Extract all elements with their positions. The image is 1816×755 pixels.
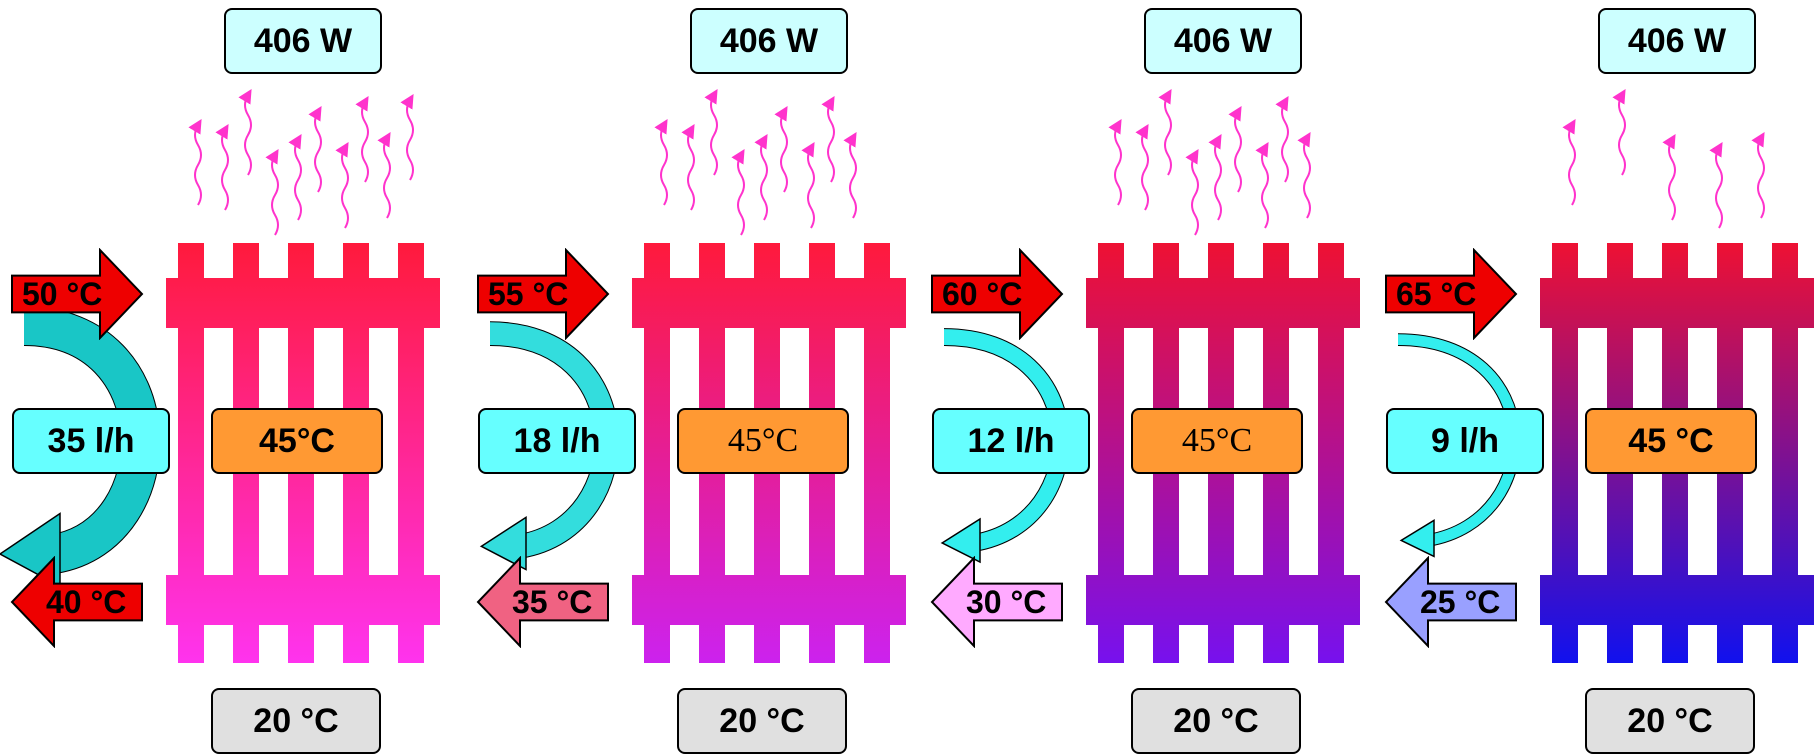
return-temperature-arrow-shape [1384,556,1517,648]
return-temperature-arrow-shape [476,556,609,648]
heat-wave [377,131,391,219]
heat-wave [1751,131,1765,219]
supply-temperature-arrow: 60 °C [930,248,1064,340]
supply-temperature-arrow-label: 55 °C [488,276,569,312]
radiator-bottom-manifold [166,575,440,625]
room-temperature-box: 20 °C [677,688,847,754]
radiator-top-manifold [1540,278,1814,328]
flow-rate-box: 9 l/h [1386,408,1544,474]
heat-wave [288,133,302,221]
mean-temperature-box: 45°C [677,408,849,474]
heat-wave [1228,105,1242,193]
heat-wave [1612,88,1626,176]
heat-wave [1185,148,1199,236]
heat-waves [1108,88,1311,236]
heat-waves [654,88,857,236]
supply-temperature-arrow-shape [1385,248,1518,340]
heat-wave [308,105,322,193]
heat-wave [704,88,718,176]
supply-temperature-arrow-label: 65 °C [1396,276,1477,312]
heat-wave [1662,133,1676,221]
heat-wave [1158,88,1172,176]
heat-wave [754,133,768,221]
heat-output-box: 406 W [1598,8,1756,74]
return-temperature-arrow-label: 40 °C [46,584,127,620]
return-temperature-arrow: 35 °C [476,556,610,648]
heat-wave [215,123,229,211]
heat-wave [1208,133,1222,221]
heat-wave [335,141,349,229]
radiator [166,243,440,663]
return-temperature-arrow-label: 30 °C [966,584,1047,620]
heat-wave [265,148,279,236]
heat-output-box: 406 W [224,8,382,74]
heat-wave [801,141,815,229]
heat-wave [731,148,745,236]
heat-wave [654,118,668,206]
return-temperature-arrow-shape [10,556,143,648]
radiator-top-manifold [166,278,440,328]
return-temperature-arrow: 40 °C [10,556,144,648]
supply-temperature-arrow: 55 °C [476,248,610,340]
heat-wave [843,131,857,219]
supply-temperature-arrow-label: 50 °C [22,276,103,312]
return-temperature-arrow: 25 °C [1384,556,1518,648]
mean-temperature-box: 45°C [211,408,383,474]
heat-wave [238,88,252,176]
heat-wave [355,95,369,183]
heat-wave [1108,118,1122,206]
heat-output-box: 406 W [690,8,848,74]
mean-temperature-box: 45 °C [1585,408,1757,474]
radiator-top-manifold [1086,278,1360,328]
room-temperature-box: 20 °C [1131,688,1301,754]
return-temperature-arrow: 30 °C [930,556,1064,648]
heat-output-box: 406 W [1144,8,1302,74]
flow-arrow-head [1399,518,1435,558]
heat-wave [1255,141,1269,229]
radiator-bottom-manifold [632,575,906,625]
heat-wave [1135,123,1149,211]
return-temperature-arrow-label: 35 °C [512,584,593,620]
heat-wave [1709,141,1723,229]
flow-rate-box: 12 l/h [932,408,1090,474]
radiator [632,243,906,663]
return-temperature-arrow-shape [930,556,1063,648]
return-temperature-arrow-label: 25 °C [1420,584,1501,620]
heat-waves [188,88,414,236]
supply-temperature-arrow-shape [11,248,144,340]
flow-rate-box: 35 l/h [12,408,170,474]
heat-wave [1275,95,1289,183]
supply-temperature-arrow-shape [931,248,1064,340]
heat-wave [1297,131,1311,219]
supply-temperature-arrow-shape [477,248,610,340]
radiator-bottom-manifold [1086,575,1360,625]
heat-wave [1562,118,1576,206]
heat-wave [681,123,695,211]
heat-wave [400,93,414,181]
mean-temperature-box: 45°C [1131,408,1303,474]
heat-waves [1562,88,1765,229]
radiator-bottom-manifold [1540,575,1814,625]
heat-wave [821,95,835,183]
flow-rate-box: 18 l/h [478,408,636,474]
flow-arrow-head [479,515,527,571]
radiator-top-manifold [632,278,906,328]
room-temperature-box: 20 °C [1585,688,1755,754]
heat-wave [188,118,202,206]
heat-wave [774,105,788,193]
supply-temperature-arrow: 65 °C [1384,248,1518,340]
flow-arrow-head [940,517,981,564]
room-temperature-box: 20 °C [211,688,381,754]
supply-temperature-arrow: 50 °C [10,248,144,340]
supply-temperature-arrow-label: 60 °C [942,276,1023,312]
